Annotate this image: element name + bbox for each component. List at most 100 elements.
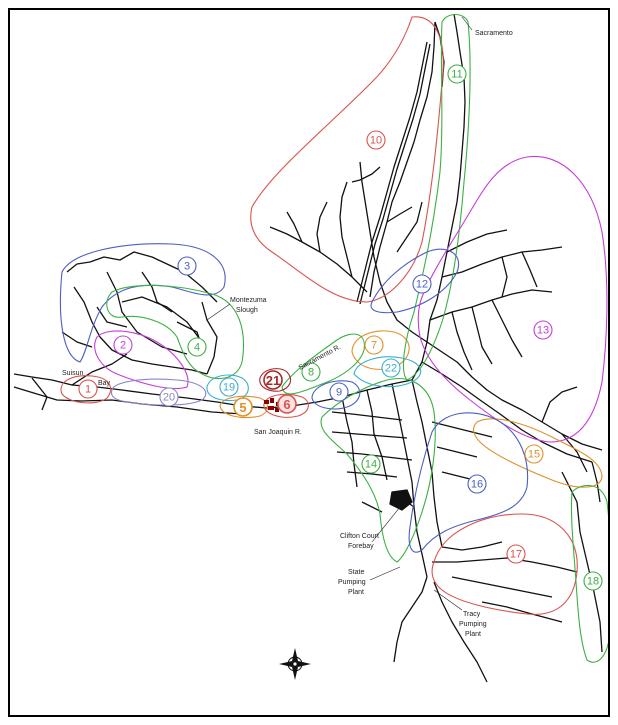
zone-marker-circle <box>467 474 487 494</box>
zone-marker-circle <box>263 370 283 390</box>
zone-outline-8 <box>281 333 365 395</box>
label-san-joaquin-r: San Joaquin R. <box>254 429 302 436</box>
label-clifton-court: Clifton Court <box>340 533 379 540</box>
zone-marker-label: 15 <box>528 449 540 461</box>
zone-marker-14: 14 <box>361 454 381 474</box>
zone-outline-4 <box>106 284 245 380</box>
zone-marker-circle <box>187 337 207 357</box>
label-slough: Slough <box>236 307 258 314</box>
zone-marker-label: 14 <box>365 459 377 471</box>
zone-marker-label: 20 <box>163 392 175 404</box>
label-forebay: Forebay <box>348 543 374 550</box>
label-tracy: Tracy <box>463 611 481 618</box>
zone-marker-label: 2 <box>120 340 126 352</box>
zone-outline-7 <box>351 330 410 370</box>
zone-marker-label: 4 <box>194 342 200 354</box>
label-state-plant: Plant <box>348 589 364 596</box>
zone-marker-22: 22 <box>381 358 401 378</box>
zone-marker-circle <box>412 274 432 294</box>
zone-marker-6: 6 <box>277 394 297 414</box>
zone-outline-16 <box>408 412 529 553</box>
zone-marker-3: 3 <box>177 256 197 276</box>
zone-outline-18 <box>570 484 608 663</box>
compass-icon <box>279 648 311 680</box>
zone-outline-15 <box>473 418 603 488</box>
zone-outline-13 <box>417 155 608 443</box>
label-sacramento: Sacramento <box>475 30 513 37</box>
zone-outline-11 <box>402 13 471 381</box>
zone-marker-circle <box>361 454 381 474</box>
zone-marker-label: 22 <box>385 363 397 375</box>
zone-outline-20 <box>110 378 207 406</box>
zone-marker-circle <box>277 394 297 414</box>
zone-marker-2: 2 <box>113 335 133 355</box>
zone-outline-9 <box>311 380 361 410</box>
zone-marker-label: 18 <box>587 576 599 588</box>
zone-marker-label: 16 <box>471 479 483 491</box>
zone-marker-16: 16 <box>467 474 487 494</box>
zone-marker-circle <box>506 544 526 564</box>
zone-marker-11: 11 <box>447 64 467 84</box>
river-network <box>13 13 603 683</box>
zone-outlines <box>59 13 608 663</box>
zone-marker-5: 5 <box>233 397 253 417</box>
zone-marker-10: 10 <box>366 130 386 150</box>
label-sacramento-r: Sacramento R. <box>298 344 343 372</box>
zone-marker-label: 7 <box>371 340 377 352</box>
zone-marker-label: 1 <box>85 384 91 396</box>
label-montezuma: Montezuma <box>230 297 267 304</box>
zone-marker-circle <box>219 377 239 397</box>
zone-marker-label: 19 <box>223 382 235 394</box>
zone-outline-2 <box>94 330 189 390</box>
zone-marker-label: 13 <box>537 325 549 337</box>
zone-marker-label: 21 <box>266 373 280 388</box>
zone-outline-19 <box>206 374 249 402</box>
zone-marker-15: 15 <box>524 444 544 464</box>
zone-marker-label: 9 <box>336 387 342 399</box>
zone-marker-circle <box>301 362 321 382</box>
zone-outline-10 <box>250 16 444 303</box>
zone-marker-circle <box>583 571 603 591</box>
label-tracy-pumping: Pumping <box>459 621 487 628</box>
zone-marker-circle <box>233 397 253 417</box>
zone-outline-14 <box>320 378 436 563</box>
zone-marker-circle <box>524 444 544 464</box>
zone-marker-20: 20 <box>159 387 179 407</box>
label-state: State <box>348 569 364 576</box>
zone-marker-18: 18 <box>583 571 603 591</box>
zone-outline-6 <box>263 393 309 418</box>
zone-marker-label: 8 <box>308 367 314 379</box>
zone-marker-circle <box>366 130 386 150</box>
zone-marker-circle <box>381 358 401 378</box>
label-state-pumping: Pumping <box>338 579 366 586</box>
zone-marker-circle <box>78 379 98 399</box>
zone-marker-9: 9 <box>329 382 349 402</box>
zone-marker-circle <box>533 320 553 340</box>
zone-marker-label: 17 <box>510 549 522 561</box>
zone-marker-circle <box>364 335 384 355</box>
zone-marker-13: 13 <box>533 320 553 340</box>
zone-outline-22 <box>353 356 422 388</box>
label-bay: Bay <box>98 380 111 387</box>
zone-marker-21: 21 <box>263 370 283 390</box>
zone-marker-7: 7 <box>364 335 384 355</box>
zone-marker-12: 12 <box>412 274 432 294</box>
zone-outline-12 <box>370 248 460 314</box>
place-labels: Sacramento Montezuma Slough Suisun Bay S… <box>62 16 513 638</box>
zone-marker-label: 10 <box>370 135 382 147</box>
zone-marker-circle <box>159 387 179 407</box>
zone-outline-21 <box>259 368 292 392</box>
zone-marker-label: 5 <box>239 400 246 415</box>
zone-marker-17: 17 <box>506 544 526 564</box>
zone-marker-circle <box>329 382 349 402</box>
zone-marker-label: 3 <box>184 261 190 273</box>
zone-marker-label: 6 <box>283 397 290 412</box>
zone-marker-circle <box>177 256 197 276</box>
zone-marker-label: 11 <box>451 69 462 81</box>
zone-marker-19: 19 <box>219 377 239 397</box>
zone-outline-1 <box>60 375 112 404</box>
zone-marker-8: 8 <box>301 362 321 382</box>
